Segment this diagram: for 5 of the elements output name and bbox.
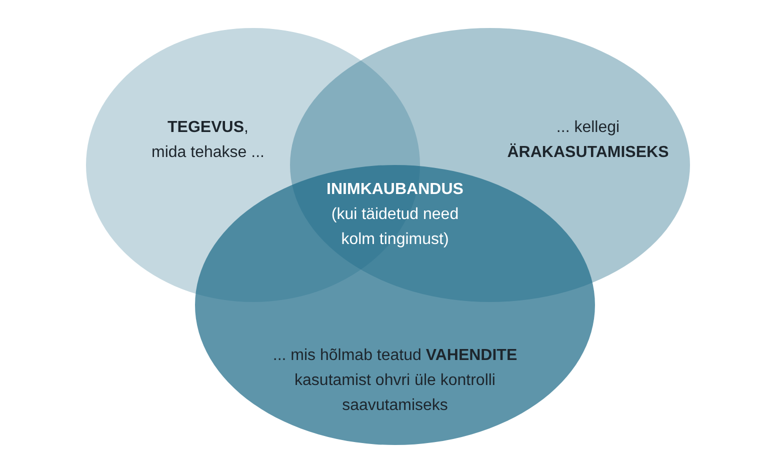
condition-text: (kui täidetud need kolm tingimust) [330,205,460,250]
means-text: ... mis hõlmab teatud VAHENDITE kasutamist ohvri üle kontrolli saavutamiseks [272,346,518,416]
trafficking-heading: INIMKAUBANDUS [326,180,464,200]
purpose-text: ... kellegi ÄRAKASUTAMISEKS [506,118,670,163]
activity-text: TEGEVUS, mida tehakse ... [150,118,266,163]
